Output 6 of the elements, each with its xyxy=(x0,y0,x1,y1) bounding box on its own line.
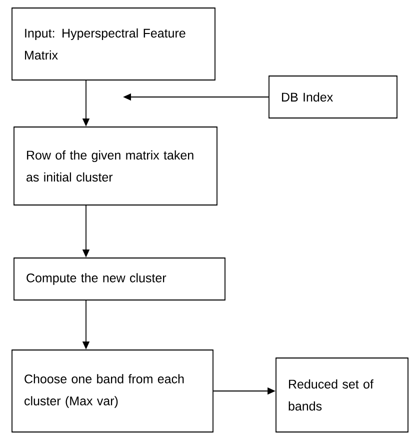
process-box: Reduced set of bands xyxy=(276,358,408,432)
process-box: DB Index xyxy=(268,76,398,118)
process-box: Choose one band from each cluster (Max var) xyxy=(12,350,214,432)
process-box: Compute the new cluster xyxy=(14,258,226,300)
process-box: Row of the given matrix taken as initial cluster xyxy=(14,126,218,206)
process-box: Input: Hyperspectral Feature Matrix xyxy=(12,8,216,80)
